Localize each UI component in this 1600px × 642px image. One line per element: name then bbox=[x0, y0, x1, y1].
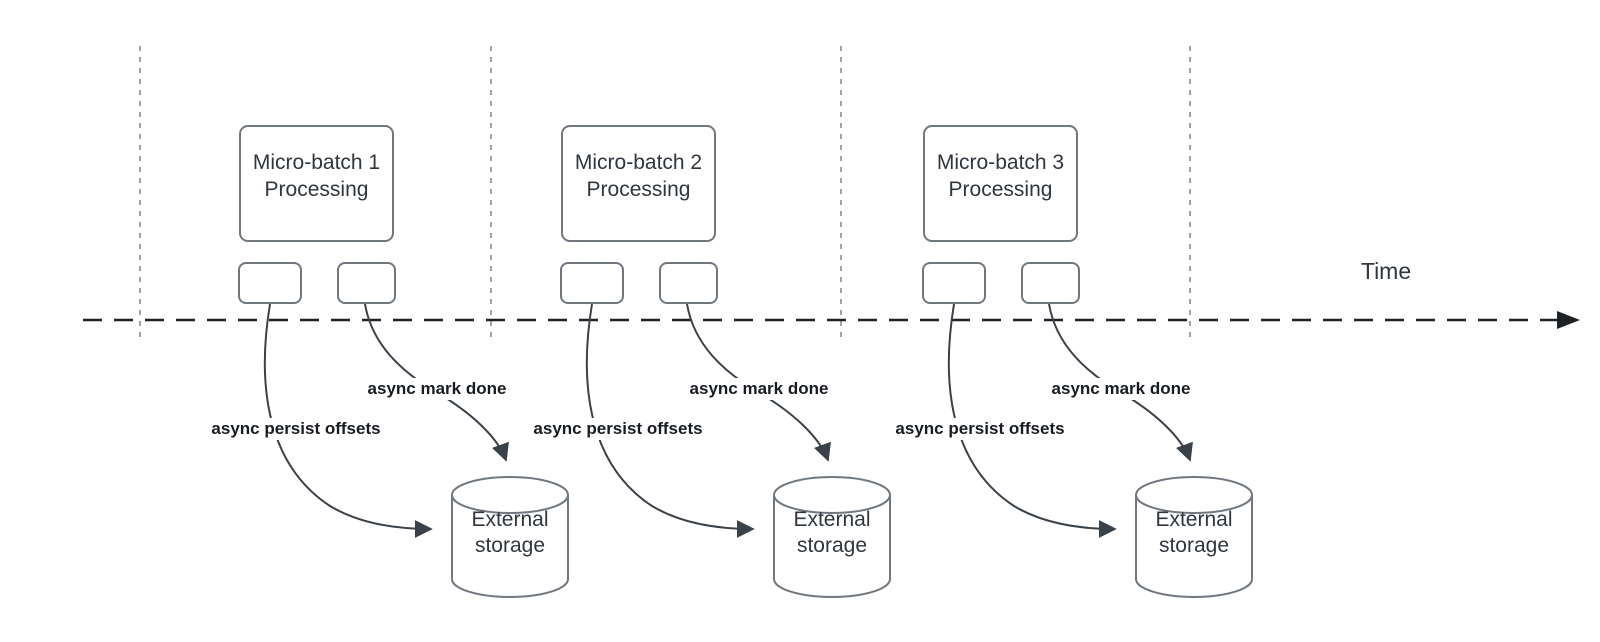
time-axis-arrowhead-icon bbox=[1557, 311, 1580, 329]
persist-offsets-label-3: async persist offsets bbox=[892, 418, 1068, 440]
persist-offsets-label-1: async persist offsets bbox=[208, 418, 384, 440]
micro-batch-3-processing-label: Micro-batch 3 Processing bbox=[936, 151, 1065, 201]
external-storage-label-3: External storage bbox=[1155, 508, 1233, 557]
external-storage-cylinder-top-2 bbox=[773, 494, 891, 514]
persist-offsets-label-2: async persist offsets bbox=[530, 418, 706, 440]
mark-done-label-1: async mark done bbox=[364, 378, 510, 400]
micro-batch-2-mark-done-task-box bbox=[659, 262, 718, 304]
micro-batch-3-arrows bbox=[947, 303, 1253, 598]
external-storage-label-2: External storage bbox=[793, 508, 871, 557]
external-storage-label-1: External storage bbox=[471, 508, 549, 557]
persist-offsets-arrow-3 bbox=[947, 303, 1117, 538]
micro-batch-1-persist-task-box bbox=[238, 262, 302, 304]
micro-batch-2-processing-label: Micro-batch 2 Processing bbox=[574, 151, 703, 201]
mark-done-label-2: async mark done bbox=[686, 378, 832, 400]
micro-batch-2-processing-box: Micro-batch 2 Processing bbox=[561, 125, 716, 242]
persist-offsets-arrow-2 bbox=[585, 303, 755, 538]
time-axis-label: Time bbox=[1360, 258, 1412, 284]
micro-batch-2-persist-task-box bbox=[560, 262, 624, 304]
external-storage-cylinder-top-3 bbox=[1135, 494, 1253, 514]
micro-batch-1-arrows bbox=[263, 303, 569, 598]
mark-done-label-3: async mark done bbox=[1048, 378, 1194, 400]
micro-batch-1-processing-label: Micro-batch 1 Processing bbox=[252, 151, 381, 201]
micro-batch-3-persist-task-box bbox=[922, 262, 986, 304]
micro-batch-1-processing-box: Micro-batch 1 Processing bbox=[239, 125, 394, 242]
external-storage-cylinder-top-1 bbox=[451, 494, 569, 514]
micro-batch-1-mark-done-task-box bbox=[337, 262, 396, 304]
persist-offsets-arrow-1 bbox=[263, 303, 433, 538]
micro-batch-3-mark-done-task-box bbox=[1021, 262, 1080, 304]
micro-batch-3-processing-box: Micro-batch 3 Processing bbox=[923, 125, 1078, 242]
